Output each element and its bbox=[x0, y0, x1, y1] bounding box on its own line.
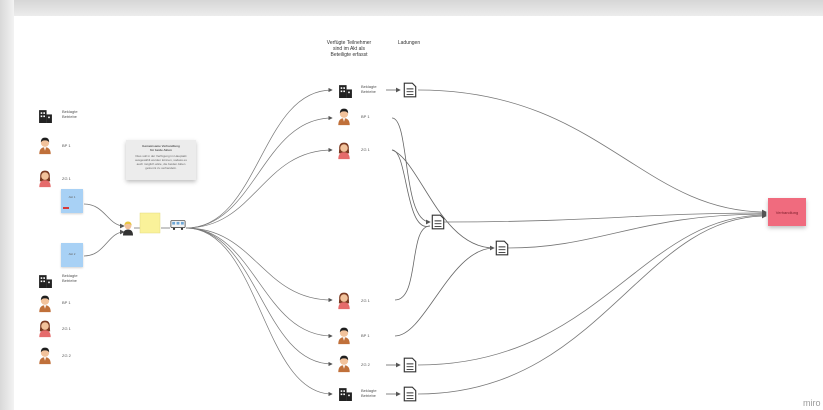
document-icon[interactable] bbox=[403, 357, 417, 373]
left-label-3: ZG 1 bbox=[62, 176, 71, 181]
edge-sticky-red-hub bbox=[83, 203, 125, 229]
edge-hub-p1 bbox=[185, 87, 333, 229]
participant-label-2: BP 1 bbox=[361, 114, 370, 119]
sticky-label: Akt 1 bbox=[68, 195, 76, 199]
document-icon[interactable] bbox=[495, 240, 509, 256]
left-label-6: ZG 1 bbox=[62, 326, 71, 331]
edge-p4-doc2 bbox=[394, 225, 431, 301]
edge-doc1-v bbox=[417, 89, 767, 215]
woman-icon[interactable] bbox=[338, 142, 350, 160]
edge-doc5-v bbox=[417, 213, 767, 395]
note-body: Dies soll in der Verfügung im Hauptakt a… bbox=[135, 154, 187, 170]
miro-watermark: miro bbox=[803, 398, 821, 408]
building-icon[interactable] bbox=[339, 85, 352, 98]
document-icon[interactable] bbox=[403, 386, 417, 402]
sticky-note-akt2[interactable]: Akt 2 bbox=[61, 243, 83, 267]
left-label-1: Beklagte Betriebe bbox=[62, 109, 78, 119]
left-label-5: BP 1 bbox=[62, 300, 71, 305]
edge-doc2-v bbox=[443, 210, 767, 223]
document-icon[interactable] bbox=[403, 82, 417, 98]
note-card[interactable]: Gemeinsame Verhandlung für beide Akten D… bbox=[126, 140, 196, 180]
sticky-connectors bbox=[83, 203, 170, 257]
edge-hub-p5 bbox=[185, 227, 333, 339]
judge-icon[interactable] bbox=[123, 221, 133, 236]
participant-label-6: ZG 2 bbox=[361, 362, 370, 367]
building-icon[interactable] bbox=[339, 388, 352, 401]
edge-p3-doc3 bbox=[391, 149, 495, 251]
edge-doc3-v bbox=[507, 211, 767, 249]
verhandlung-edges bbox=[417, 89, 767, 395]
edge-hub-p2 bbox=[185, 115, 333, 229]
window-left-bar bbox=[0, 0, 14, 410]
woman-icon[interactable] bbox=[338, 292, 350, 310]
red-marker bbox=[63, 207, 69, 209]
man-icon[interactable] bbox=[39, 347, 51, 365]
header-participants: Verfügte Teilnehmer sind im Akt als Bete… bbox=[326, 40, 372, 58]
edge-hub-p7 bbox=[185, 227, 333, 397]
participant-label-4: ZG 1 bbox=[361, 298, 370, 303]
building-icon[interactable] bbox=[39, 110, 52, 123]
train-icon[interactable] bbox=[170, 220, 186, 231]
woman-icon[interactable] bbox=[39, 320, 51, 338]
document-icon[interactable] bbox=[431, 214, 445, 230]
woman-icon[interactable] bbox=[39, 170, 51, 188]
header-ladungen: Ladungen bbox=[397, 40, 421, 46]
edge-p3-doc2 bbox=[391, 149, 431, 227]
man-icon[interactable] bbox=[338, 108, 350, 126]
verhandlung-card[interactable]: Verhandlung bbox=[768, 198, 806, 226]
ladung-edges bbox=[386, 87, 495, 397]
edge-hub-p4 bbox=[185, 227, 333, 303]
edge-hub-p6 bbox=[185, 227, 333, 367]
window-top-bar bbox=[0, 0, 823, 16]
man-icon[interactable] bbox=[338, 327, 350, 345]
note-title: Gemeinsame Verhandlung für beide Akten bbox=[142, 144, 180, 152]
sticky-note-yellow[interactable] bbox=[139, 212, 161, 234]
edge-sticky-blue-hub bbox=[83, 229, 125, 257]
left-label-2: BP 1 bbox=[62, 143, 71, 148]
building-icon[interactable] bbox=[39, 275, 52, 288]
participant-label-5: BP 1 bbox=[361, 333, 370, 338]
edge-p5-doc3 bbox=[394, 247, 495, 337]
participant-label-1: Beklagte Betriebe bbox=[361, 84, 377, 94]
man-icon[interactable] bbox=[338, 355, 350, 373]
fan-edges bbox=[185, 87, 333, 397]
participant-label-7: Beklagte Betriebe bbox=[361, 388, 377, 398]
edge-hub-p3 bbox=[185, 147, 333, 229]
man-icon[interactable] bbox=[39, 295, 51, 313]
sticky-label: Akt 2 bbox=[68, 252, 76, 256]
sticky-note-akt1[interactable]: Akt 1 bbox=[61, 189, 83, 213]
edge-doc4-v bbox=[417, 212, 767, 366]
left-label-7: ZG 2 bbox=[62, 353, 71, 358]
man-icon[interactable] bbox=[39, 137, 51, 155]
edge-p2-doc2 bbox=[391, 117, 431, 225]
left-label-4: Beklagte Betriebe bbox=[62, 273, 78, 283]
participant-label-3: ZG 1 bbox=[361, 147, 370, 152]
